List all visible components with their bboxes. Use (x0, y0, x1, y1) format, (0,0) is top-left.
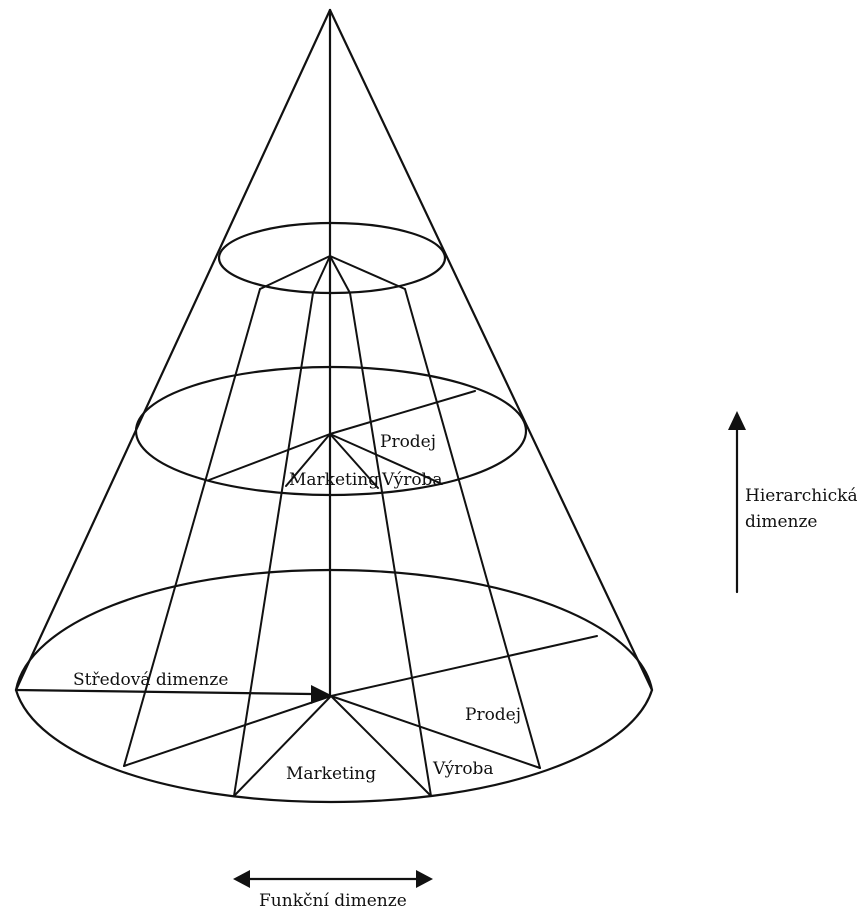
top-sector-right-outer (329, 255, 406, 290)
diagram-labels: Prodej Marketing Výroba Středová dimenze… (73, 432, 857, 911)
bottom-marketing-label: Marketing (286, 764, 376, 784)
top-marketing-label: Marketing (289, 470, 379, 490)
bottom-vyroba-label: Výroba (432, 759, 494, 779)
hierarchy-dimension-label-line2: dimenze (745, 512, 817, 532)
meridian-left-outer (123, 288, 261, 767)
middle-divider-left (208, 433, 331, 481)
bottom-divider-right (330, 635, 598, 697)
middle-sector-marketing-left (285, 433, 331, 487)
functional-dimension-arrow (233, 870, 433, 888)
central-dimension-arrow-line (14, 688, 313, 696)
central-dimension-arrow (14, 685, 331, 704)
top-sector-left-inner (312, 255, 331, 294)
central-dimension-arrowhead (311, 685, 331, 704)
middle-ellipse (134, 365, 528, 497)
top-ellipse (217, 221, 447, 295)
middle-sector-vyroba-right (329, 433, 443, 485)
bottom-sector-marketing-right (330, 695, 432, 797)
meridian-right-outer (404, 288, 541, 769)
cone-structure (14, 8, 654, 804)
top-sector-left-outer (259, 255, 331, 290)
hierarchy-dimension-label-line1: Hierarchická (745, 486, 857, 506)
cone-right-edge (328, 8, 654, 692)
middle-sector-marketing-right (329, 433, 379, 489)
middle-divider-right (329, 390, 476, 435)
functional-dimension-right-arrowhead (416, 870, 433, 888)
bottom-ellipse (14, 568, 654, 804)
center-dimension-label: Středová dimenze (73, 670, 228, 690)
meridian-left-inner (233, 292, 314, 797)
hierarchy-dimension-arrowhead (728, 411, 746, 430)
bottom-prodej-label: Prodej (465, 705, 521, 725)
bottom-divider-left (123, 695, 332, 767)
cone-left-edge (14, 8, 332, 692)
functional-dimension-label: Funkční dimenze (259, 891, 407, 911)
top-sector-right-inner (329, 255, 351, 294)
hierarchy-dimension-arrow (728, 411, 746, 594)
bottom-sector-vyroba-right (330, 695, 541, 769)
top-vyroba-label: Výroba (381, 470, 443, 490)
meridian-right-inner (349, 292, 432, 797)
top-prodej-label: Prodej (380, 432, 436, 452)
functional-dimension-left-arrowhead (233, 870, 250, 888)
bottom-sector-marketing-left (233, 695, 332, 797)
